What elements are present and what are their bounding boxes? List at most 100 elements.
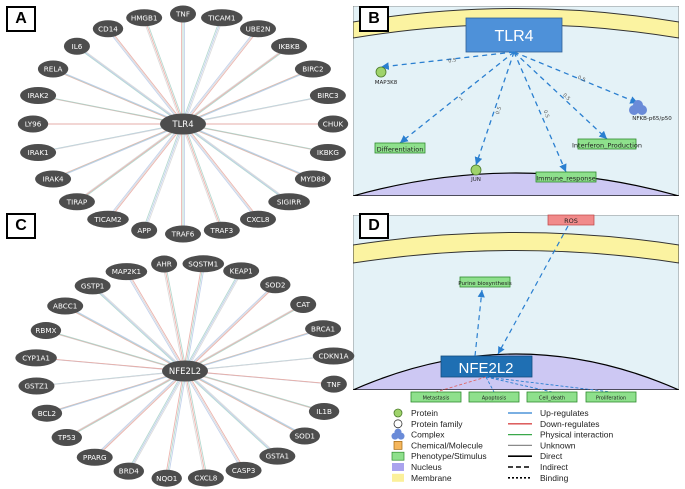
gene-node[interactable]: IKBKB	[271, 37, 308, 55]
gene-node[interactable]: CHUK	[317, 115, 349, 133]
gene-node[interactable]: BRD4	[113, 462, 145, 480]
gene-label: TIRAP	[66, 197, 88, 206]
network-edge	[181, 28, 260, 125]
node-label: NFKB-p65/p50	[632, 116, 672, 122]
gene-node[interactable]: CYP1A1	[15, 349, 57, 367]
gene-node[interactable]: IRAK2	[20, 87, 57, 105]
gene-label: IRAK2	[28, 91, 49, 100]
pathway-node[interactable]: Immune_response	[535, 171, 597, 183]
gene-node[interactable]: ABCC1	[47, 297, 84, 315]
gene-node[interactable]: BCL2	[31, 404, 63, 422]
legend-label: Up-regulates	[540, 408, 589, 418]
node-label: Differentiation	[377, 146, 424, 154]
network-edge	[93, 370, 187, 458]
gene-node[interactable]: RELA	[37, 60, 69, 78]
gene-node[interactable]: NQO1	[151, 469, 182, 487]
gene-node[interactable]: BRCA1	[305, 320, 342, 338]
gene-node[interactable]: BIRC2	[294, 60, 331, 78]
tlr4-receptor[interactable]: TLR4	[465, 17, 563, 53]
gene-node[interactable]: MAP2K1	[105, 263, 148, 281]
gene-node[interactable]: APP	[131, 221, 158, 239]
legend-label: Indirect	[540, 462, 569, 472]
gene-node[interactable]: SIGIRR	[268, 193, 310, 211]
phenotype-node[interactable]: Cell_death	[526, 391, 578, 403]
gene-node[interactable]: CDKN1A	[312, 347, 355, 365]
phenotype-label: Cell_death	[539, 396, 565, 402]
network-edge	[63, 305, 187, 372]
gene-node[interactable]: CXCL8	[187, 469, 224, 487]
gene-node[interactable]: RBMX	[30, 322, 62, 340]
gene-node[interactable]: PPARG	[76, 448, 113, 466]
orange-square-icon	[393, 441, 403, 450]
gene-node[interactable]: CASP3	[225, 461, 262, 479]
gene-label: BRCA1	[311, 324, 335, 333]
gene-node[interactable]: TNF	[170, 5, 196, 23]
gene-node[interactable]: GSTZ1	[18, 377, 55, 395]
network-edge	[181, 95, 330, 125]
phenotype-label: Proliferation	[596, 396, 626, 402]
network-edge	[183, 370, 326, 412]
gene-node[interactable]: UBE2N	[240, 20, 276, 38]
pathway-node[interactable]: JUN	[470, 164, 482, 183]
gene-node[interactable]: TRAF3	[203, 221, 240, 239]
purine-node[interactable]: Purine biosynthesis	[458, 276, 512, 288]
gene-node[interactable]: MYD88	[294, 170, 331, 188]
nfe2l2-factor[interactable]: NFE2L2	[440, 355, 533, 378]
yellow-rect-icon	[392, 473, 404, 482]
phenotype-node[interactable]: Apoptosis	[468, 391, 520, 403]
gene-node[interactable]: LY96	[17, 115, 49, 133]
gene-label: CAT	[296, 300, 310, 309]
gene-node[interactable]: IRAK4	[35, 170, 72, 188]
gene-node[interactable]: CAT	[290, 296, 317, 314]
gene-node[interactable]: IRAK1	[20, 143, 57, 161]
panel-label-a: A	[6, 6, 36, 32]
gene-node[interactable]: SOD1	[289, 427, 320, 445]
legend-label: Physical interaction	[540, 430, 614, 440]
gene-node[interactable]: TRAF6	[165, 225, 201, 243]
network-edge	[75, 123, 185, 203]
edge-weight-label: 0.5	[577, 75, 587, 84]
pathway-node[interactable]: Differentiation	[374, 142, 426, 154]
legend-item: Down-regulates	[508, 419, 600, 429]
network-edge	[183, 328, 325, 372]
edge-weight-label: 0.5	[561, 92, 571, 102]
gene-node[interactable]: TICAM2	[87, 210, 129, 228]
hub-node[interactable]: NFE2L2	[162, 360, 208, 382]
gene-label: SIGIRR	[277, 197, 301, 206]
gene-label: NQO1	[156, 474, 177, 483]
gene-node[interactable]: IL1B	[308, 402, 340, 420]
node-label: MAP3K8	[375, 80, 398, 86]
gene-label: ABCC1	[53, 302, 77, 311]
pathway-node[interactable]: Interferon_Production	[572, 138, 642, 150]
gene-node[interactable]: TICAM1	[201, 9, 243, 27]
network-edge	[181, 45, 291, 125]
gene-node[interactable]: BIRC3	[309, 87, 346, 105]
hub-node[interactable]: TLR4	[160, 113, 206, 135]
gene-label: APP	[137, 226, 151, 235]
gene-node[interactable]: GSTP1	[74, 277, 111, 295]
gene-node[interactable]: TP53	[51, 428, 82, 446]
legend-label: Chemical/Molecule	[411, 440, 483, 450]
gene-node[interactable]: IKBKG	[309, 143, 346, 161]
gene-node[interactable]: AHR	[151, 255, 178, 273]
gene-node[interactable]: TIRAP	[58, 193, 95, 211]
pathway-node[interactable]: MAP3K8	[375, 66, 398, 86]
gene-node[interactable]: GSTA1	[259, 447, 296, 465]
phenotype-node[interactable]: Metastasis	[410, 391, 462, 403]
gene-node[interactable]: IL6	[63, 37, 90, 55]
blue-complex-icon	[391, 428, 405, 440]
gene-node[interactable]: KEAP1	[223, 262, 260, 280]
gene-node[interactable]: TNF	[320, 375, 347, 393]
pathway-node[interactable]: NFKB-p65/p50	[629, 100, 672, 122]
gene-node[interactable]: SOD2	[260, 276, 291, 294]
gene-node[interactable]: SQSTM1	[182, 255, 225, 273]
gene-node[interactable]: HMGB1	[126, 9, 163, 27]
gene-label: BCL2	[38, 409, 56, 418]
gene-label: CDKN1A	[318, 352, 348, 361]
up-regulation-edge: 0.5	[380, 51, 515, 71]
gene-node[interactable]: CD14	[92, 20, 124, 38]
phenotype-node[interactable]: Proliferation	[585, 391, 637, 403]
gene-node[interactable]: CXCL8	[240, 210, 276, 228]
legend-item: Unknown	[508, 440, 576, 450]
ros-node[interactable]: ROS	[547, 214, 595, 226]
